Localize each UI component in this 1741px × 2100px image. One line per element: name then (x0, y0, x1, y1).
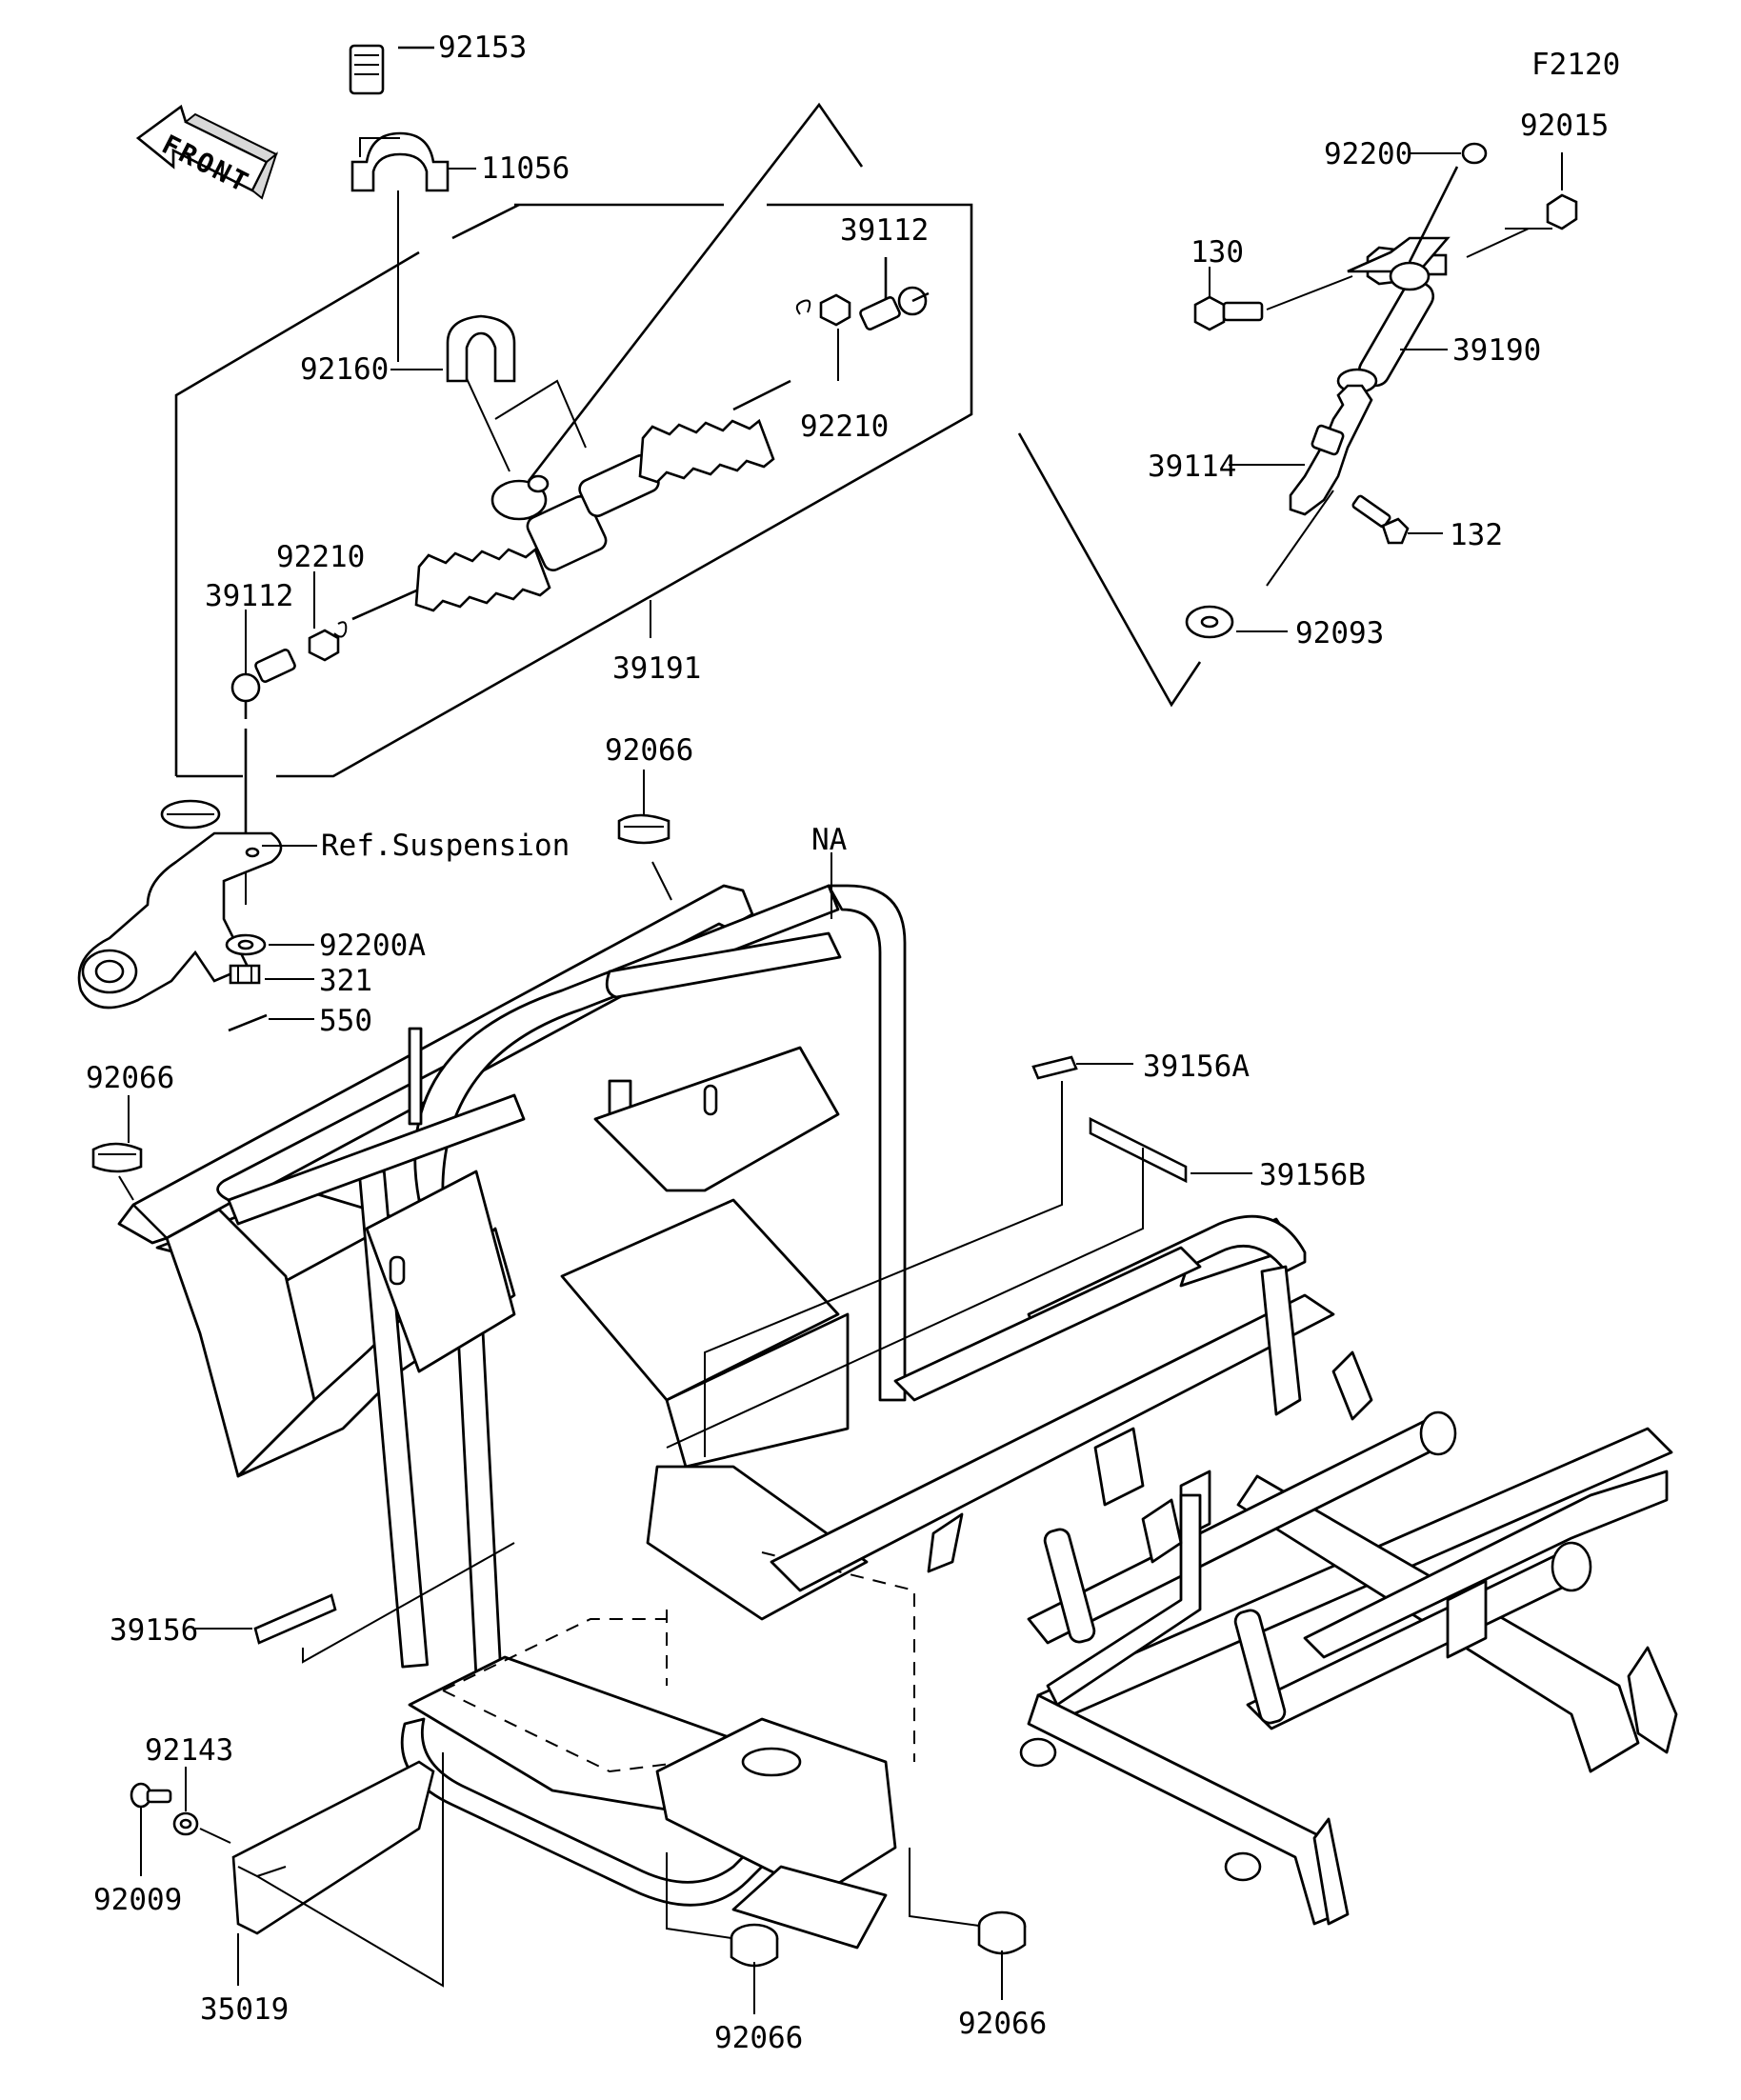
knuckle-reference (77, 799, 317, 1032)
label-35019: 35019 (200, 1992, 289, 2027)
label-92066-left: 92066 (86, 1061, 174, 1095)
label-92160: 92160 (300, 352, 389, 387)
grommet-92066-left (91, 1095, 143, 1201)
grommet-92066-top (617, 770, 672, 901)
figure-code: F2120 (1531, 48, 1620, 82)
label-92093: 92093 (1295, 616, 1384, 650)
label-39156: 39156 (110, 1613, 198, 1648)
label-92210-right: 92210 (800, 410, 889, 444)
side-panel-35019 (130, 1752, 444, 1988)
label-130: 130 (1191, 235, 1244, 270)
main-frame (117, 884, 1678, 1950)
pad-39156B (666, 1116, 1252, 1449)
label-39156A: 39156A (1143, 1050, 1250, 1084)
tie-rod-end-left (230, 610, 296, 862)
label-92066-bottom-b: 92066 (958, 2007, 1047, 2041)
label-92066-top: 92066 (605, 733, 693, 768)
label-39114: 39114 (1148, 450, 1236, 484)
label-39112-left: 39112 (205, 579, 293, 613)
front-arrow-icon: FRONT (135, 104, 278, 200)
label-92210-left: 92210 (276, 540, 365, 574)
nut-left (308, 571, 348, 662)
label-ref-suspension: Ref.Suspension (321, 829, 570, 863)
grommet-92066-bottom-b (909, 1848, 1027, 2000)
label-321: 321 (319, 964, 372, 998)
pad-39156A (704, 1055, 1133, 1457)
nut-right (795, 293, 851, 381)
label-39191: 39191 (612, 651, 701, 686)
label-na: NA (811, 823, 848, 857)
label-92009: 92009 (93, 1883, 182, 1917)
label-92015: 92015 (1520, 109, 1609, 143)
label-92200A: 92200A (319, 929, 426, 963)
steering-rack (351, 379, 791, 621)
tie-rod-end-right (859, 257, 930, 330)
part-labels: 92153 11056 92160 39112 92210 92210 3911… (86, 30, 1609, 2055)
grommet-92066-bottom-a (666, 1852, 779, 2014)
label-132: 132 (1450, 518, 1503, 552)
label-92200: 92200 (1324, 137, 1412, 171)
label-39112-right: 39112 (840, 213, 929, 248)
label-92066-bottom-a: 92066 (714, 2021, 803, 2055)
steering-boot-parts (349, 44, 516, 383)
pad-39156 (195, 1542, 515, 1664)
label-550: 550 (319, 1004, 372, 1038)
label-92143: 92143 (145, 1733, 233, 1768)
steering-rack-group (174, 102, 973, 862)
label-39156B: 39156B (1259, 1158, 1366, 1192)
label-11056: 11056 (481, 151, 570, 186)
steering-shaft-group (1017, 142, 1578, 708)
label-39190: 39190 (1452, 333, 1541, 368)
label-92153: 92153 (438, 30, 527, 65)
